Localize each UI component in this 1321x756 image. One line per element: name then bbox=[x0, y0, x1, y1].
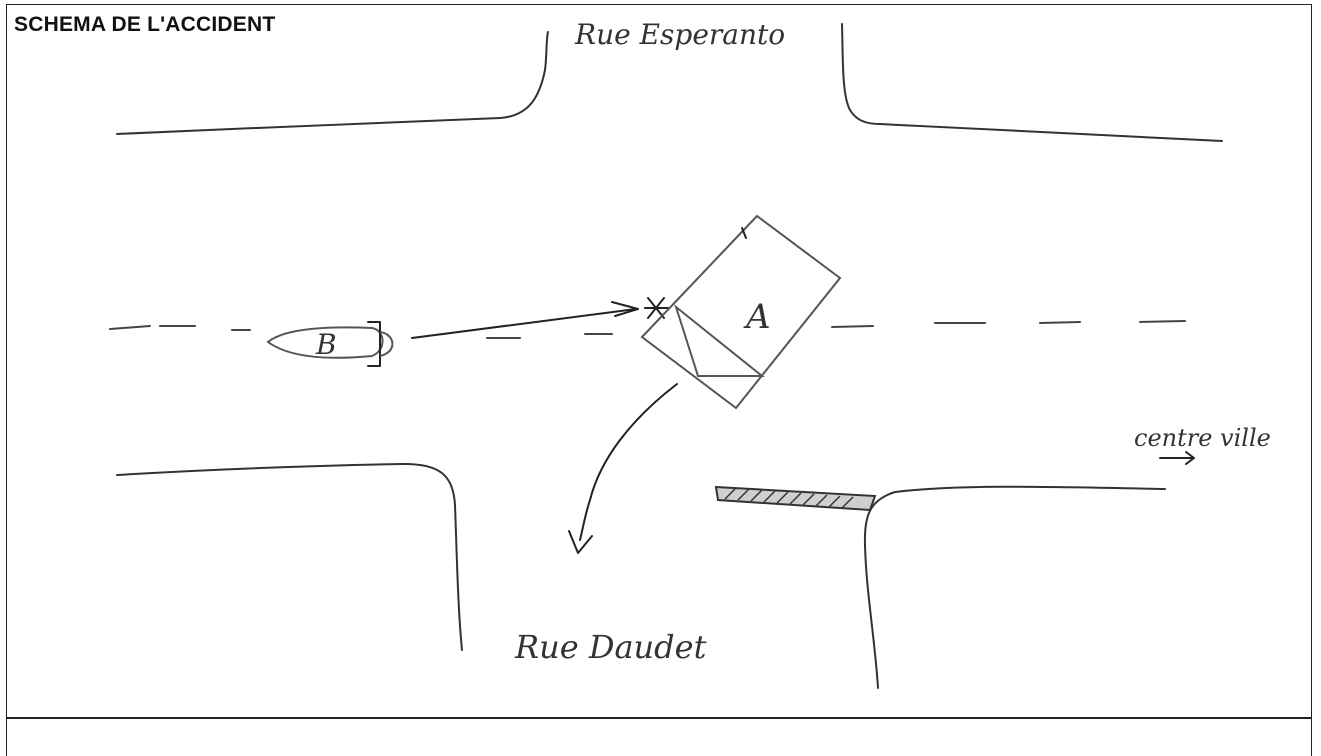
vehicle-a-label: A bbox=[743, 297, 771, 337]
road-edge-bottom-right bbox=[865, 487, 1165, 688]
vehicle-b: B bbox=[268, 322, 392, 366]
center-lane-markings bbox=[110, 321, 1185, 338]
direction-arrow-icon bbox=[1160, 452, 1194, 464]
vehicle-a: A bbox=[642, 216, 840, 408]
vehicle-b-label: B bbox=[315, 328, 337, 361]
street-label-bottom: Rue Daudet bbox=[514, 628, 707, 666]
vehicle-a-trajectory-arrow bbox=[569, 384, 677, 553]
direction-label: centre ville bbox=[1134, 424, 1271, 452]
road-edge-top-right bbox=[842, 24, 1222, 141]
impact-point-icon bbox=[645, 298, 668, 318]
street-label-top: Rue Esperanto bbox=[574, 18, 785, 51]
vehicle-b-trajectory-arrow bbox=[412, 302, 638, 338]
hatched-island bbox=[716, 487, 875, 510]
road-edge-bottom-left bbox=[117, 464, 462, 650]
road-edge-top-left bbox=[117, 32, 548, 134]
